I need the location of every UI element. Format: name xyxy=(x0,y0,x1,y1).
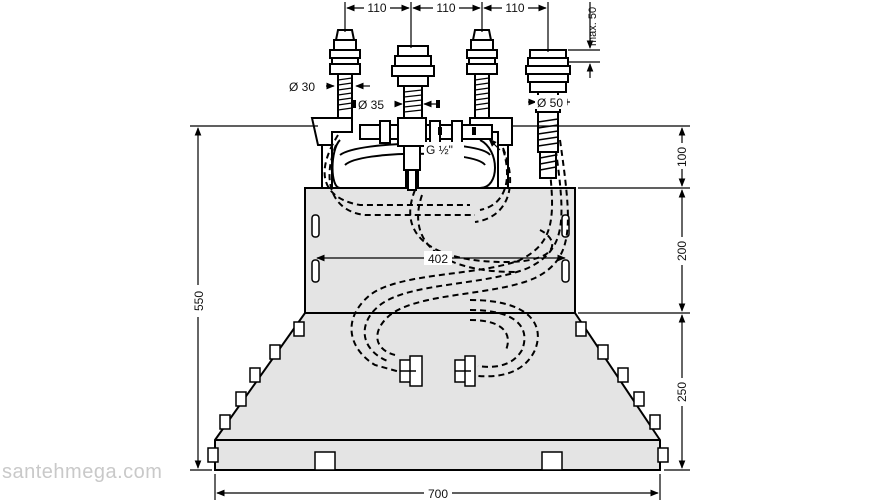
valve-center-thread xyxy=(403,89,423,113)
dim-height-250: 250 xyxy=(675,382,689,402)
dim-total-height-550: 550 xyxy=(192,291,206,311)
fixing-screws xyxy=(352,100,476,135)
dim-height-200: 200 xyxy=(675,241,689,261)
dim-width-402: 402 xyxy=(428,252,448,266)
valve-left-thread xyxy=(337,77,353,111)
dim-diameter-35: Ø 35 xyxy=(358,98,384,112)
valve-right xyxy=(466,29,498,119)
dim-height-100: 100 xyxy=(675,147,689,167)
watermark: santehmega.com xyxy=(2,461,162,483)
dim-110-3: 110 xyxy=(505,1,524,15)
lower-trapezoid xyxy=(214,312,661,471)
dim-110-2: 110 xyxy=(436,1,455,15)
dim-width-700: 700 xyxy=(428,487,448,500)
dim-max-50: max. 50 xyxy=(587,7,599,46)
hose-end-fittings xyxy=(399,355,476,387)
dim-diameter-50: Ø 50 xyxy=(537,96,563,110)
dim-thread-g-half: G ½" xyxy=(426,143,453,157)
dim-diameter-30: Ø 30 xyxy=(289,80,315,94)
spout-unit xyxy=(525,49,571,179)
spout-hose-spiral xyxy=(537,118,559,171)
central-t-fitting xyxy=(359,117,493,191)
valve-center xyxy=(391,45,435,119)
bottom-opening-left xyxy=(314,451,336,471)
dimension-labels: 110 110 110 max. 50 Ø 30 Ø 35 Ø 50 G ½" … xyxy=(190,1,690,500)
bottom-opening-right xyxy=(541,451,563,471)
valve-right-thread xyxy=(474,77,490,111)
dim-110-1: 110 xyxy=(367,1,386,15)
body-outline xyxy=(214,187,661,471)
